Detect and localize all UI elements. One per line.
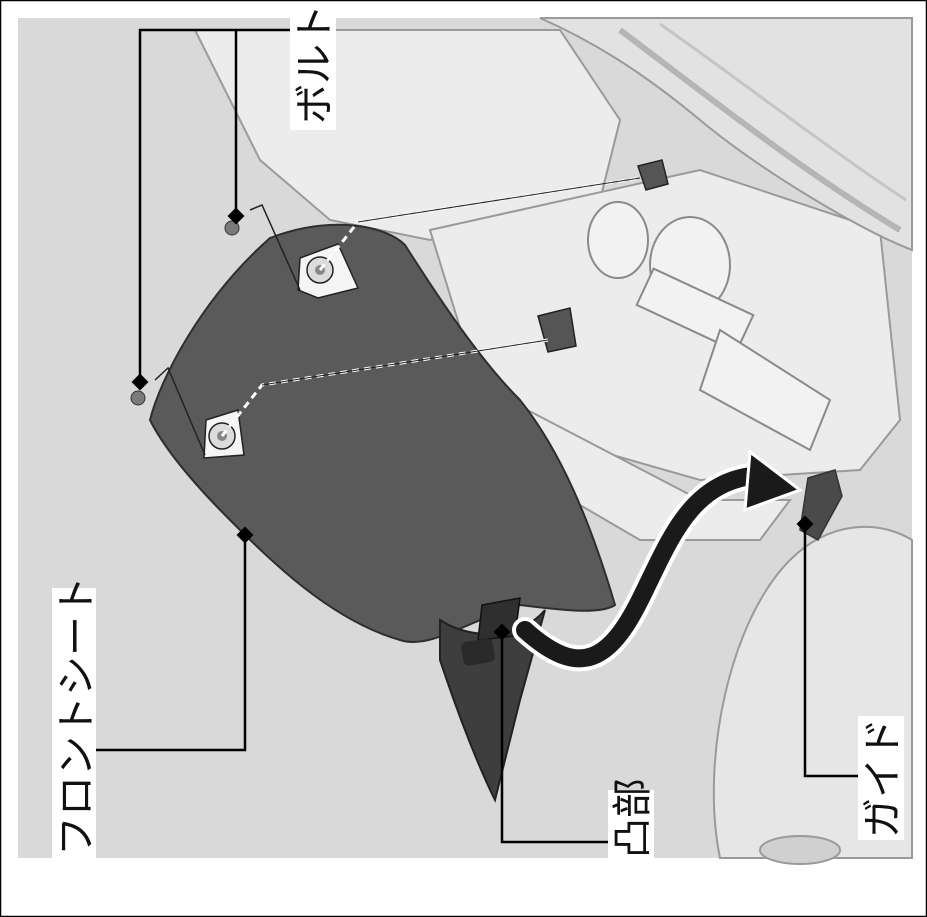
leader-guide — [803, 524, 860, 778]
leader-lines — [88, 28, 860, 844]
diamond-seat — [236, 526, 254, 544]
bolt-lower-path — [154, 366, 206, 456]
tire-tread-inner — [659, 22, 907, 202]
bolts — [130, 204, 301, 456]
arrow-curve-fill — [516, 466, 769, 668]
fender-hub — [759, 835, 841, 865]
label-bg-guide — [858, 716, 904, 840]
dash-lower-edge — [261, 339, 549, 386]
damper-body — [635, 267, 755, 353]
leader-diamonds — [131, 207, 814, 641]
alignment-dashes-outline — [261, 177, 641, 386]
arrow-head — [743, 449, 804, 513]
diamond-bolt-upper — [227, 207, 245, 225]
bracket — [698, 328, 832, 452]
tire-tread — [618, 27, 902, 233]
label-bg-protrusion — [608, 790, 654, 860]
diamond-protrusion — [493, 623, 511, 641]
label-guide: ガイド — [860, 718, 906, 838]
label-bg-seat — [52, 588, 96, 860]
insert-arrow — [512, 449, 804, 672]
frame-hook-upper — [637, 159, 669, 191]
seat-body — [148, 223, 617, 643]
diamond-bolt-lower — [131, 373, 149, 391]
label-bolt: ボルト — [292, 4, 338, 124]
front-seat — [148, 223, 617, 803]
tire-outline — [539, 17, 913, 252]
bolt-upper-path — [249, 204, 301, 291]
diamond-guide — [796, 515, 814, 533]
label-bg-bolt — [290, 18, 336, 130]
leader-bolt — [138, 28, 290, 382]
bolt-upper — [224, 220, 240, 236]
leader-protrusion — [500, 632, 608, 844]
bolt-lower — [130, 390, 146, 406]
leader-seat — [88, 535, 247, 752]
dash-upper-edge — [357, 177, 641, 223]
rear-tire — [539, 17, 913, 252]
reservoir-left — [587, 201, 649, 279]
label-protrusion: 凸部 — [610, 778, 656, 858]
protrusion-peg — [461, 638, 495, 666]
label-front-seat: フロントシート — [54, 576, 100, 856]
suspension-parts — [587, 201, 832, 452]
